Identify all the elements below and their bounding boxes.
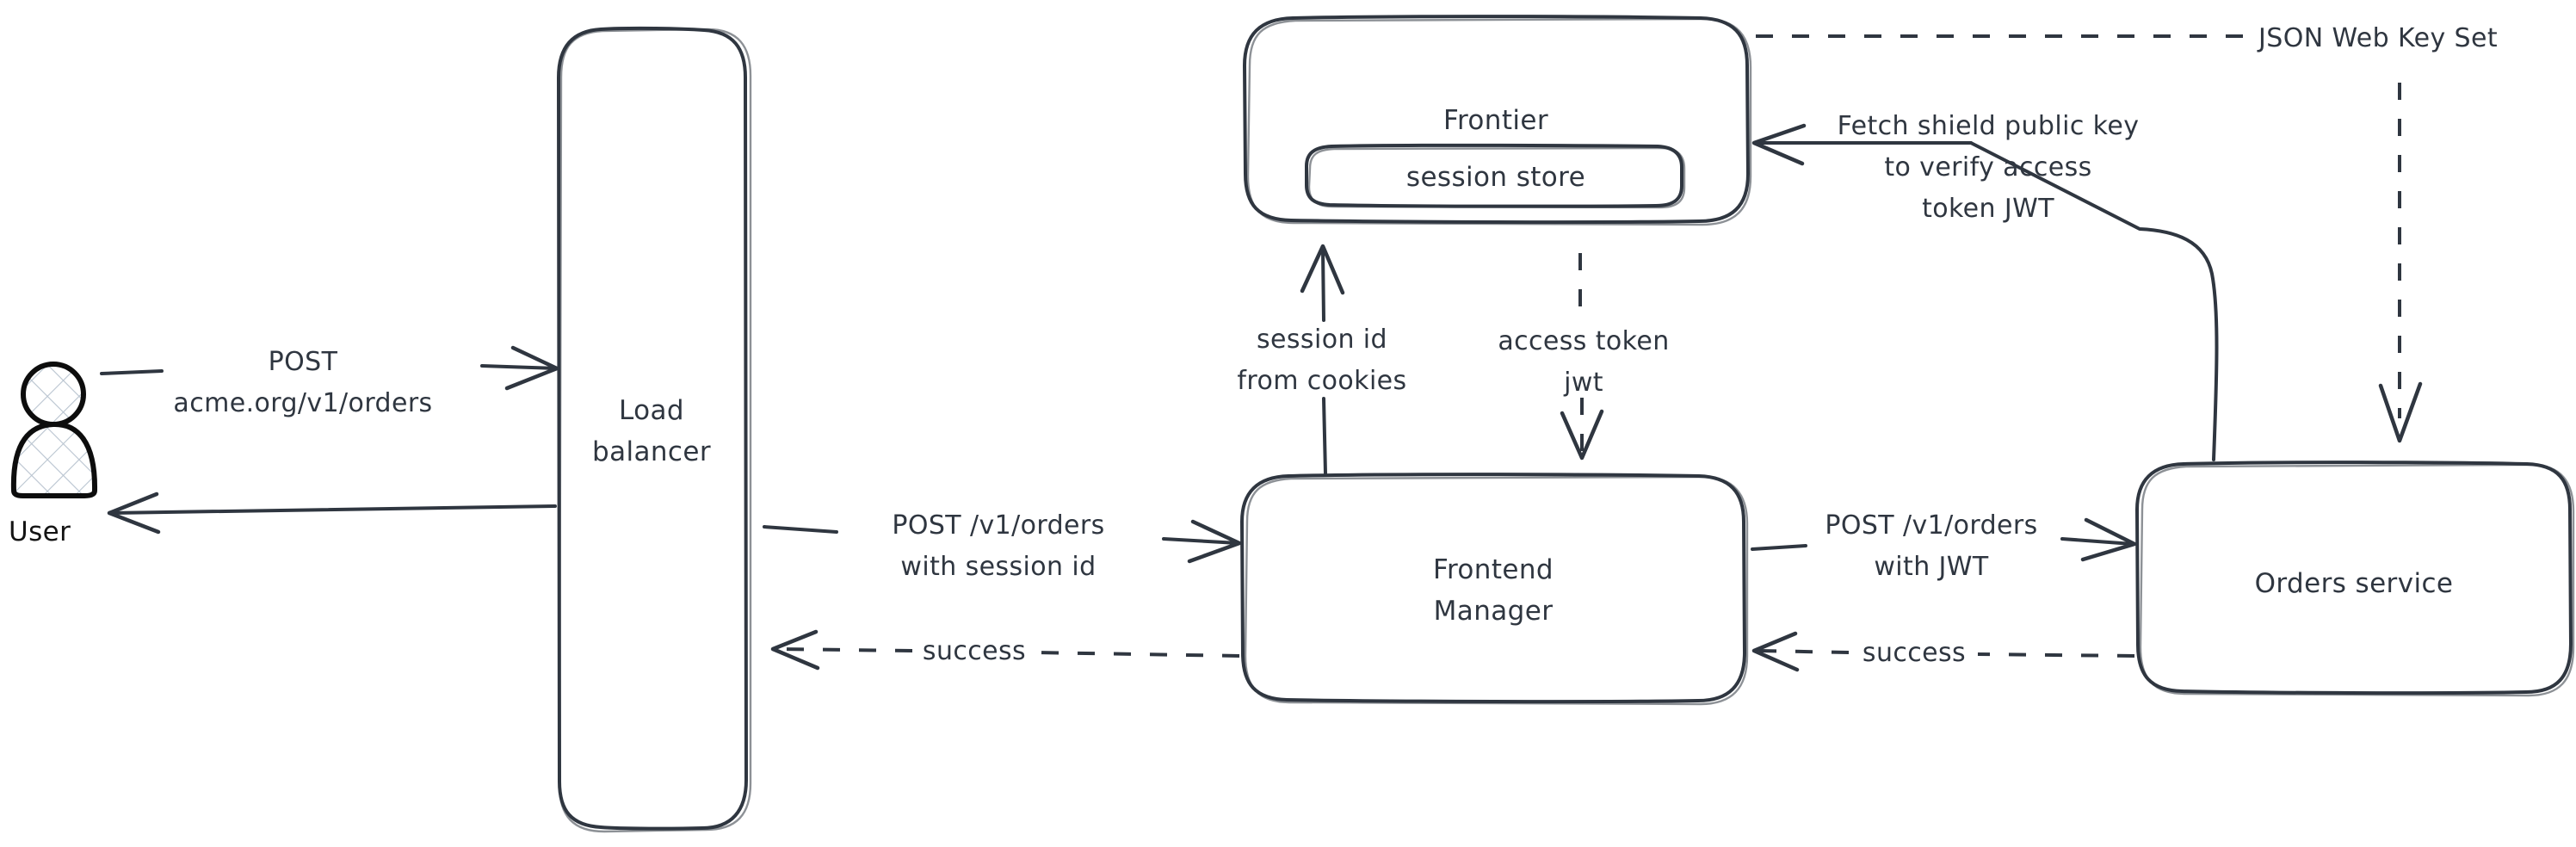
edge-fm-to-lb-dash-right	[1035, 651, 1240, 658]
edge-lb-to-user-line	[110, 504, 557, 515]
frontend-manager-shape-ghost	[1244, 475, 1749, 706]
edge-fm-to-lb-dash-left	[779, 647, 913, 652]
user-actor-icon-body	[10, 421, 98, 498]
edge-frontier-to-fm-label-line1: access token	[1498, 326, 1669, 356]
edge-orders-to-frontier-label-line2: to verify access	[1884, 152, 2091, 182]
edge-orders-to-fm-dash-right	[1977, 652, 2135, 658]
node-session-store[interactable]: session store	[1305, 143, 1686, 209]
edge-frontier-to-fm-arrowhead	[1560, 409, 1604, 461]
edge-user-to-load-balancer: POST acme.org/v1/orders	[100, 345, 559, 418]
edge-fm-to-orders-stub	[1751, 544, 1807, 551]
frontend-manager-label-line2: Manager	[1434, 596, 1554, 627]
edge-user-to-lb-arrowhead	[504, 345, 559, 391]
edge-lb-to-fm-line	[1162, 537, 1239, 545]
edge-frontier-to-frontend-manager: access token jwt	[1498, 253, 1669, 461]
session-store-shape-ghost	[1307, 146, 1686, 209]
edge-load-balancer-to-frontend-manager: POST /v1/orders with session id	[763, 510, 1242, 582]
frontier-label: Frontier	[1443, 105, 1548, 136]
edge-lb-to-fm-arrowhead	[1187, 519, 1242, 564]
session-store-label: session store	[1406, 162, 1585, 193]
edge-fm-to-orders-arrowhead	[2080, 517, 2137, 562]
node-frontier[interactable]: Frontier session store	[1243, 15, 1752, 226]
edge-frontend-manager-to-frontier: session id from cookies	[1237, 244, 1406, 475]
edge-user-to-lb-label-line1: POST	[269, 347, 338, 377]
frontend-manager-label-line1: Frontend	[1433, 554, 1554, 585]
edge-orders-service-to-frontend-manager-success: success	[1751, 631, 2135, 672]
node-frontend-manager[interactable]: Frontend Manager	[1240, 473, 1749, 706]
orders-service-shape	[2135, 461, 2573, 696]
edge-frontier-to-orders-service-jwks: JSON Web Key Set	[1756, 23, 2498, 443]
edge-fm-to-frontier-arrowhead	[1300, 244, 1345, 295]
edge-fm-to-frontier-line-lower	[1322, 397, 1327, 475]
edge-orders-to-fm-dash-left	[1758, 649, 1850, 654]
edge-jwks-arrowhead	[2378, 381, 2423, 443]
edge-fm-to-orders-line	[2060, 537, 2134, 546]
actor-user-label: User	[9, 516, 71, 547]
edge-user-to-lb-line	[480, 364, 557, 370]
edge-fm-to-orders-label-line1: POST /v1/orders	[1825, 510, 2037, 541]
node-orders-service[interactable]: Orders service	[2135, 461, 2575, 697]
load-balancer-shape-ghost	[558, 28, 752, 833]
load-balancer-label-line2: balancer	[592, 436, 711, 467]
edge-user-to-lb-stub	[100, 369, 164, 375]
edge-frontier-to-fm-label-line2: jwt	[1563, 368, 1603, 398]
actor-user[interactable]: User	[9, 362, 98, 547]
edge-jwks-label: JSON Web Key Set	[2257, 23, 2498, 53]
load-balancer-shape	[557, 26, 748, 831]
edge-orders-to-frontier-label-line3: token JWT	[1922, 194, 2054, 224]
edge-fm-to-frontier-line-upper	[1321, 248, 1325, 322]
edge-orders-to-fm-label: success	[1863, 638, 1966, 668]
edge-orders-to-frontier-label-line1: Fetch shield public key	[1838, 111, 2140, 141]
edge-fm-to-frontier-label-line1: session id	[1257, 325, 1387, 355]
frontier-shape	[1243, 15, 1750, 225]
edge-fm-to-lb-label: success	[923, 636, 1026, 666]
load-balancer-label-line1: Load	[619, 395, 684, 426]
edge-frontend-manager-to-load-balancer-success: success	[770, 629, 1240, 671]
node-load-balancer[interactable]: Load balancer	[557, 26, 752, 833]
user-actor-icon-head	[21, 362, 86, 427]
edge-orders-to-fm-arrowhead	[1751, 631, 1800, 672]
edge-frontend-manager-to-orders-service: POST /v1/orders with JWT	[1751, 510, 2137, 582]
edge-orders-to-frontier-curve	[1969, 141, 2219, 461]
edge-load-balancer-to-user	[107, 492, 557, 535]
edge-lb-to-fm-label-line2: with session id	[900, 552, 1096, 582]
edge-fm-to-orders-label-line2: with JWT	[1874, 552, 1988, 582]
frontend-manager-shape	[1240, 473, 1746, 704]
frontier-shape-ghost	[1246, 17, 1752, 226]
edge-lb-to-fm-label-line1: POST /v1/orders	[892, 510, 1104, 541]
edge-fm-to-frontier-label-line2: from cookies	[1237, 366, 1406, 396]
orders-service-label: Orders service	[2255, 568, 2454, 599]
edge-orders-service-to-frontier-fetch: Fetch shield public key to verify access…	[1751, 111, 2219, 461]
edge-lb-to-user-arrowhead	[107, 492, 161, 535]
session-store-shape	[1305, 143, 1683, 208]
edge-orders-to-frontier-arrowhead	[1751, 123, 1807, 166]
orders-service-shape-ghost	[2139, 463, 2575, 697]
edge-lb-to-fm-stub	[763, 525, 838, 534]
edge-user-to-lb-label-line2: acme.org/v1/orders	[173, 388, 432, 418]
edge-fm-to-lb-arrowhead	[770, 629, 820, 671]
